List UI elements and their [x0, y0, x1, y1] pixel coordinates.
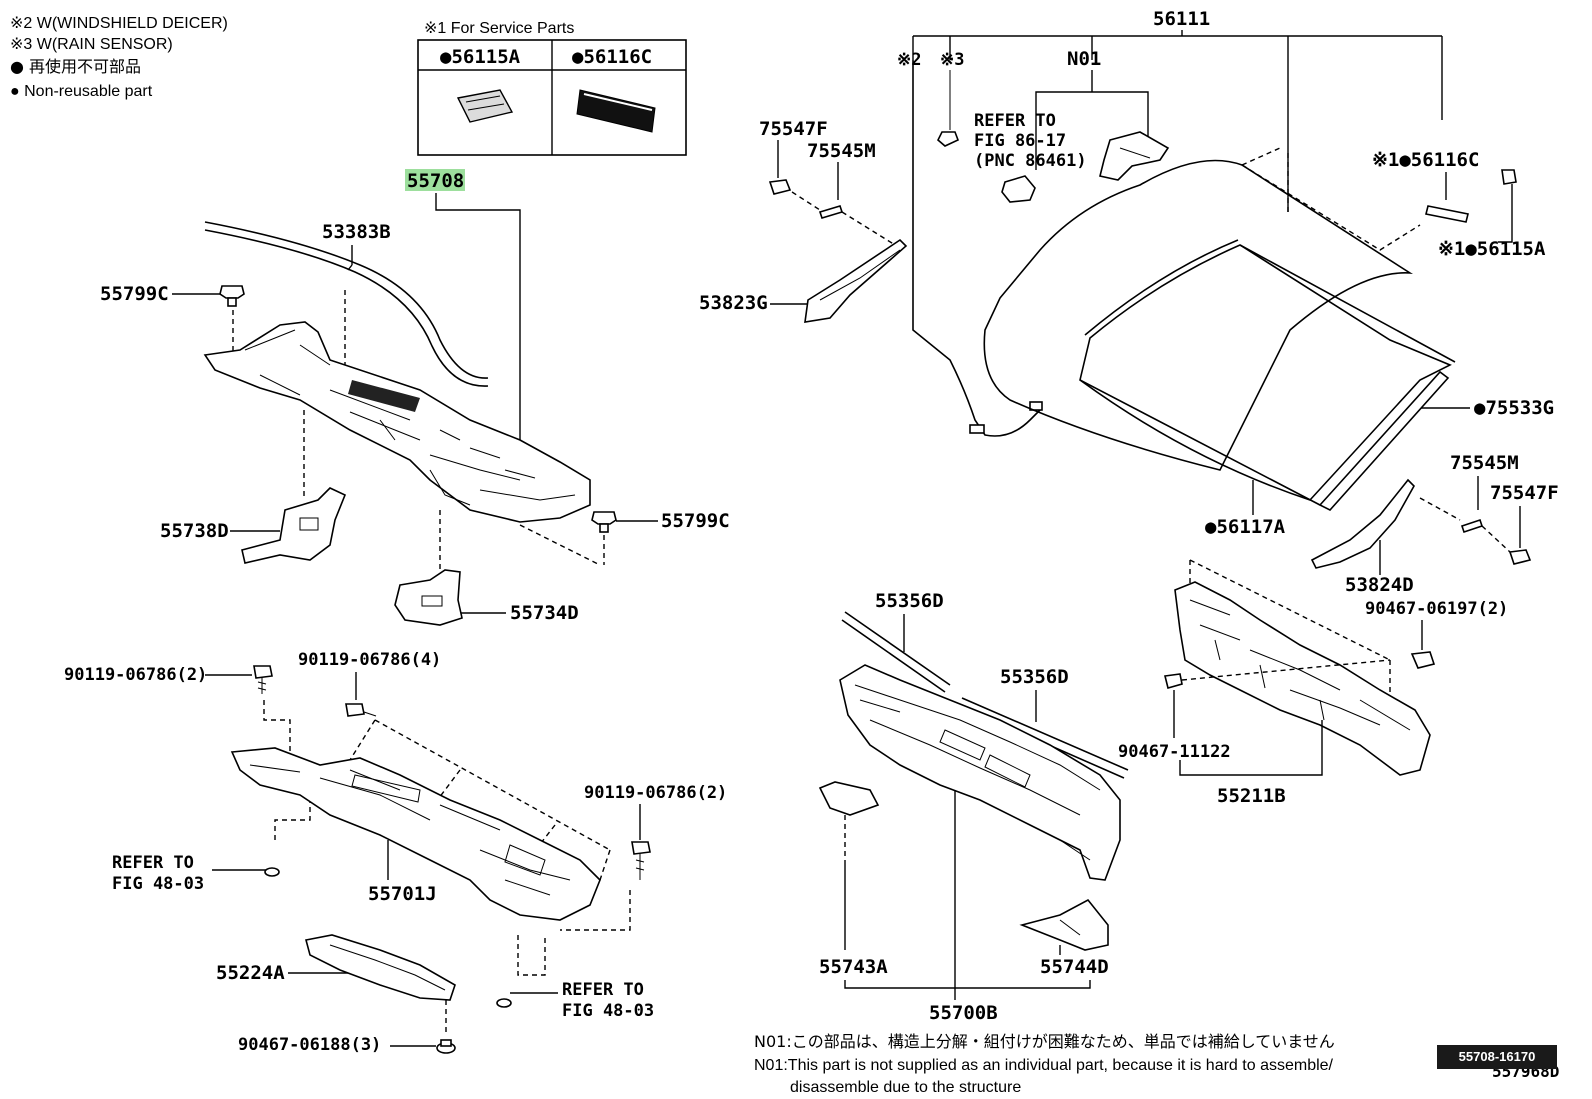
- label-55224A[interactable]: 55224A: [216, 962, 285, 984]
- spacer-56116C: [1425, 205, 1469, 223]
- spacer-75545M-a: [818, 205, 844, 219]
- label-note-3[interactable]: ※3: [940, 50, 964, 70]
- cowl-panel-55701J: [230, 747, 601, 921]
- sensor-housing-86461: [1001, 175, 1036, 203]
- clip-90467-11122-icon: [1164, 673, 1183, 689]
- label-N01[interactable]: N01: [1067, 48, 1101, 70]
- clip-55799C-b-icon: [591, 511, 617, 533]
- label-55708[interactable]: 55708: [407, 170, 464, 192]
- label-55738D[interactable]: 55738D: [160, 520, 229, 542]
- label-55211B[interactable]: 55211B: [1217, 785, 1286, 807]
- panel-55211B: [1174, 581, 1431, 776]
- seal-55356D-a: [841, 611, 951, 693]
- clip-90467-06188-icon: [436, 1039, 456, 1054]
- clip-75547F-b-icon: [1508, 549, 1532, 565]
- panel-55224A: [305, 934, 456, 1001]
- deicer-wire: [912, 60, 1041, 437]
- ref-48-03-a-line2[interactable]: FIG 48-03: [112, 874, 204, 894]
- bolt-90119-b-icon: [345, 703, 377, 717]
- service-parts-box: ※1 For Service Parts ●56115A ●56116C: [417, 20, 687, 156]
- grommet-a-icon: [264, 867, 280, 877]
- leader-55700B: [844, 790, 1091, 1000]
- clip-90467-06197-icon: [1410, 651, 1436, 669]
- leader-56111: [912, 30, 1443, 212]
- legend-rain-sensor: ※3 W(RAIN SENSOR): [10, 36, 173, 53]
- leader-55708: [435, 193, 521, 455]
- ref-86-17-line3[interactable]: (PNC 86461): [974, 151, 1087, 171]
- label-55356D-b[interactable]: 55356D: [1000, 666, 1069, 688]
- service-box-col2[interactable]: ●56116C: [572, 46, 652, 68]
- label-56115A[interactable]: ※1●56115A: [1438, 238, 1546, 260]
- legend: ※2 W(WINDSHIELD DEICER) ※3 W(RAIN SENSOR…: [10, 15, 228, 100]
- label-90467-06197[interactable]: 90467-06197(2): [1365, 599, 1508, 619]
- spacer-56116C-icon: [576, 89, 656, 133]
- label-75545M-b[interactable]: 75545M: [1450, 452, 1519, 474]
- bracket-55743A: [818, 781, 880, 816]
- dam-75533G: [1318, 370, 1450, 511]
- bracket-55744D: [1019, 898, 1109, 951]
- bolt-90119-c-icon: [631, 841, 651, 880]
- cowl-panel-55700B: [839, 664, 1121, 881]
- bolt-90119-a-icon: [253, 665, 273, 694]
- molding-53823G: [804, 238, 908, 323]
- ref-48-03-a-line1[interactable]: REFER TO: [112, 853, 194, 873]
- label-55701J[interactable]: 55701J: [368, 883, 437, 905]
- weatherstrip-53383B: [204, 221, 489, 379]
- footnote-en-line1: N01:This part is not supplied as an indi…: [754, 1057, 1334, 1074]
- label-55743A[interactable]: 55743A: [819, 956, 888, 978]
- clip-75547F-a-icon: [768, 179, 792, 195]
- label-90119-06786-2a[interactable]: 90119-06786(2): [64, 665, 207, 685]
- footnote-en-line2: disassemble due to the structure: [790, 1079, 1021, 1096]
- label-90467-06188[interactable]: 90467-06188(3): [238, 1035, 381, 1055]
- service-box-col1[interactable]: ●56115A: [440, 46, 521, 68]
- bracket-55734D: [394, 569, 463, 626]
- label-90119-06786-2b[interactable]: 90119-06786(2): [584, 783, 727, 803]
- clip-56115A-icon-right: [1498, 169, 1517, 243]
- label-53383B[interactable]: 53383B: [322, 221, 391, 243]
- label-53824D[interactable]: 53824D: [1345, 574, 1414, 596]
- label-75547F-a[interactable]: 75547F: [759, 118, 828, 140]
- spacer-75545M-b: [1460, 518, 1484, 534]
- ref-86-17-line2[interactable]: FIG 86-17: [974, 131, 1066, 151]
- legend-non-reusable-jp: ● 再使用不可部品: [10, 57, 141, 76]
- footnote-jp: N01:この部品は、構造上分解・組付けが困難なため、単品では補給していません: [754, 1032, 1335, 1051]
- service-box-title: ※1 For Service Parts: [424, 20, 574, 37]
- label-75547F-b[interactable]: 75547F: [1490, 482, 1559, 504]
- ref-48-03-b-line1[interactable]: REFER TO: [562, 980, 644, 1000]
- rain-sensor-icon: [937, 70, 960, 147]
- diagram-number-badge: 55708-16170: [1437, 1045, 1557, 1069]
- legend-non-reusable-en: ● Non-reusable part: [10, 83, 153, 100]
- label-90119-06786-4[interactable]: 90119-06786(4): [298, 650, 441, 670]
- label-75533G[interactable]: ●75533G: [1474, 397, 1554, 419]
- label-56116C[interactable]: ※1●56116C: [1372, 149, 1479, 171]
- label-56117A[interactable]: ●56117A: [1205, 516, 1286, 538]
- leader-53383B: [347, 245, 353, 271]
- bracket-N01: [1099, 131, 1170, 181]
- windshield-glass-56111: [983, 159, 1456, 506]
- legend-deicer: ※2 W(WINDSHIELD DEICER): [10, 15, 228, 32]
- label-note-2[interactable]: ※2: [897, 50, 921, 70]
- label-90467-11122[interactable]: 90467-11122: [1118, 742, 1231, 762]
- label-55799C-b[interactable]: 55799C: [661, 510, 730, 532]
- ref-86-17-line1[interactable]: REFER TO: [974, 111, 1056, 131]
- cowl-top-panel-55708: [203, 321, 591, 523]
- clip-56115A-icon: [456, 89, 514, 123]
- bracket-55738D: [241, 487, 347, 564]
- molding-53824D: [1310, 478, 1415, 569]
- clip-55799C-a-icon: [219, 285, 245, 307]
- label-75545M-a[interactable]: 75545M: [807, 140, 876, 162]
- grommet-b-icon: [496, 998, 512, 1008]
- ref-48-03-b-line2[interactable]: FIG 48-03: [562, 1001, 654, 1021]
- label-55734D[interactable]: 55734D: [510, 602, 579, 624]
- label-56111[interactable]: 56111: [1153, 8, 1210, 30]
- label-55744D[interactable]: 55744D: [1040, 956, 1109, 978]
- highlight-55708: [405, 169, 465, 191]
- label-53823G[interactable]: 53823G: [699, 292, 768, 314]
- label-55356D-a[interactable]: 55356D: [875, 590, 944, 612]
- label-55799C-a[interactable]: 55799C: [100, 283, 169, 305]
- label-55700B[interactable]: 55700B: [929, 1002, 998, 1024]
